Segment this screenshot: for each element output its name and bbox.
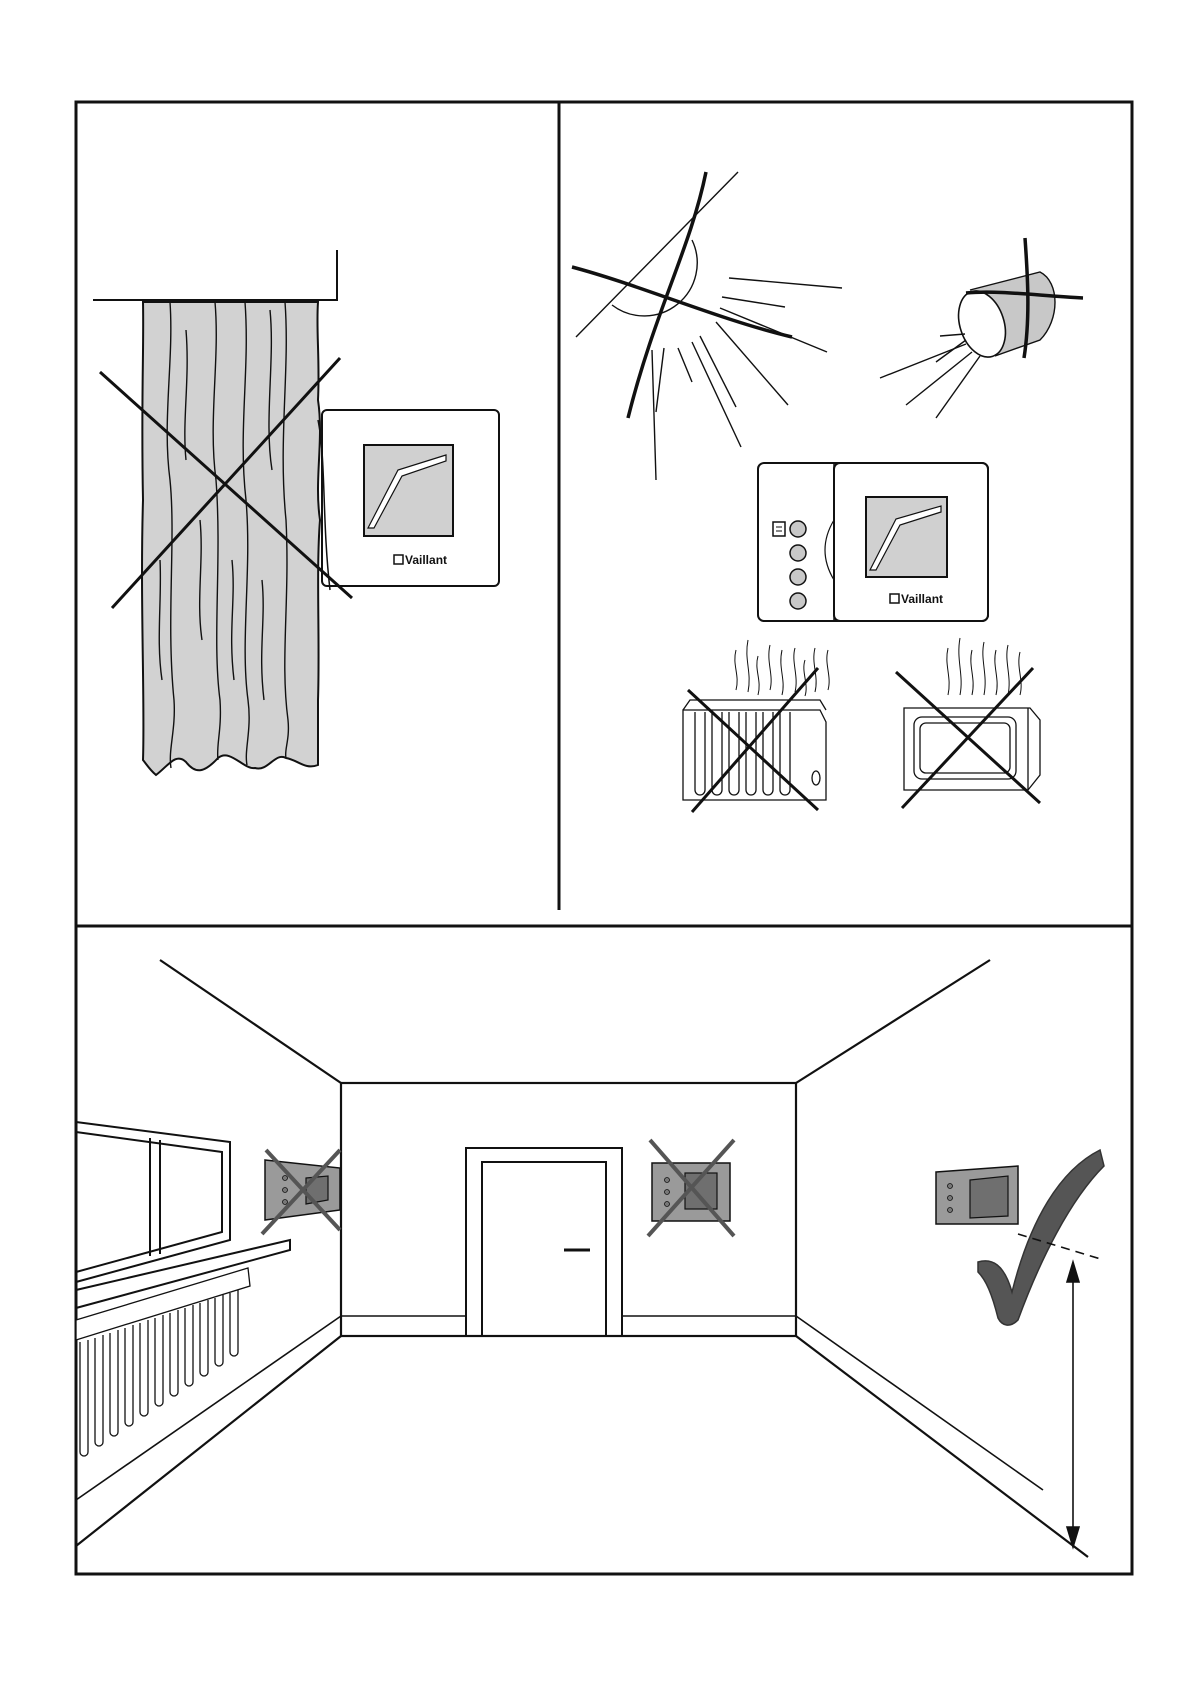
oven-icon <box>904 638 1040 790</box>
thermostat-brand-label: Vaillant <box>405 553 447 567</box>
display-icon <box>773 522 785 536</box>
thermostat-with-buttons: Vaillant <box>758 463 988 621</box>
thermostat-behind-curtain: Vaillant <box>322 410 499 586</box>
radiator-icon <box>683 640 829 800</box>
panel-heat-sources: Vaillant <box>572 172 1083 812</box>
curtain-rail <box>93 250 337 300</box>
thermostat-correct-position <box>936 1166 1018 1224</box>
window <box>76 1122 290 1308</box>
panel-room <box>76 960 1104 1557</box>
thermostat-beside-door <box>652 1163 730 1221</box>
door <box>466 1148 622 1336</box>
panel-curtain: Vaillant <box>93 250 499 775</box>
sun-cross-icon <box>572 172 792 418</box>
room-outline <box>76 960 1088 1557</box>
thermostat-button <box>790 593 806 609</box>
curtain <box>142 302 330 775</box>
thermostat-brand-label: Vaillant <box>901 592 943 606</box>
skirting <box>76 1316 1043 1500</box>
thermostat-button <box>790 545 806 561</box>
sun-icon <box>576 172 842 480</box>
thermostat-button <box>790 521 806 537</box>
thermostat-button <box>790 569 806 585</box>
